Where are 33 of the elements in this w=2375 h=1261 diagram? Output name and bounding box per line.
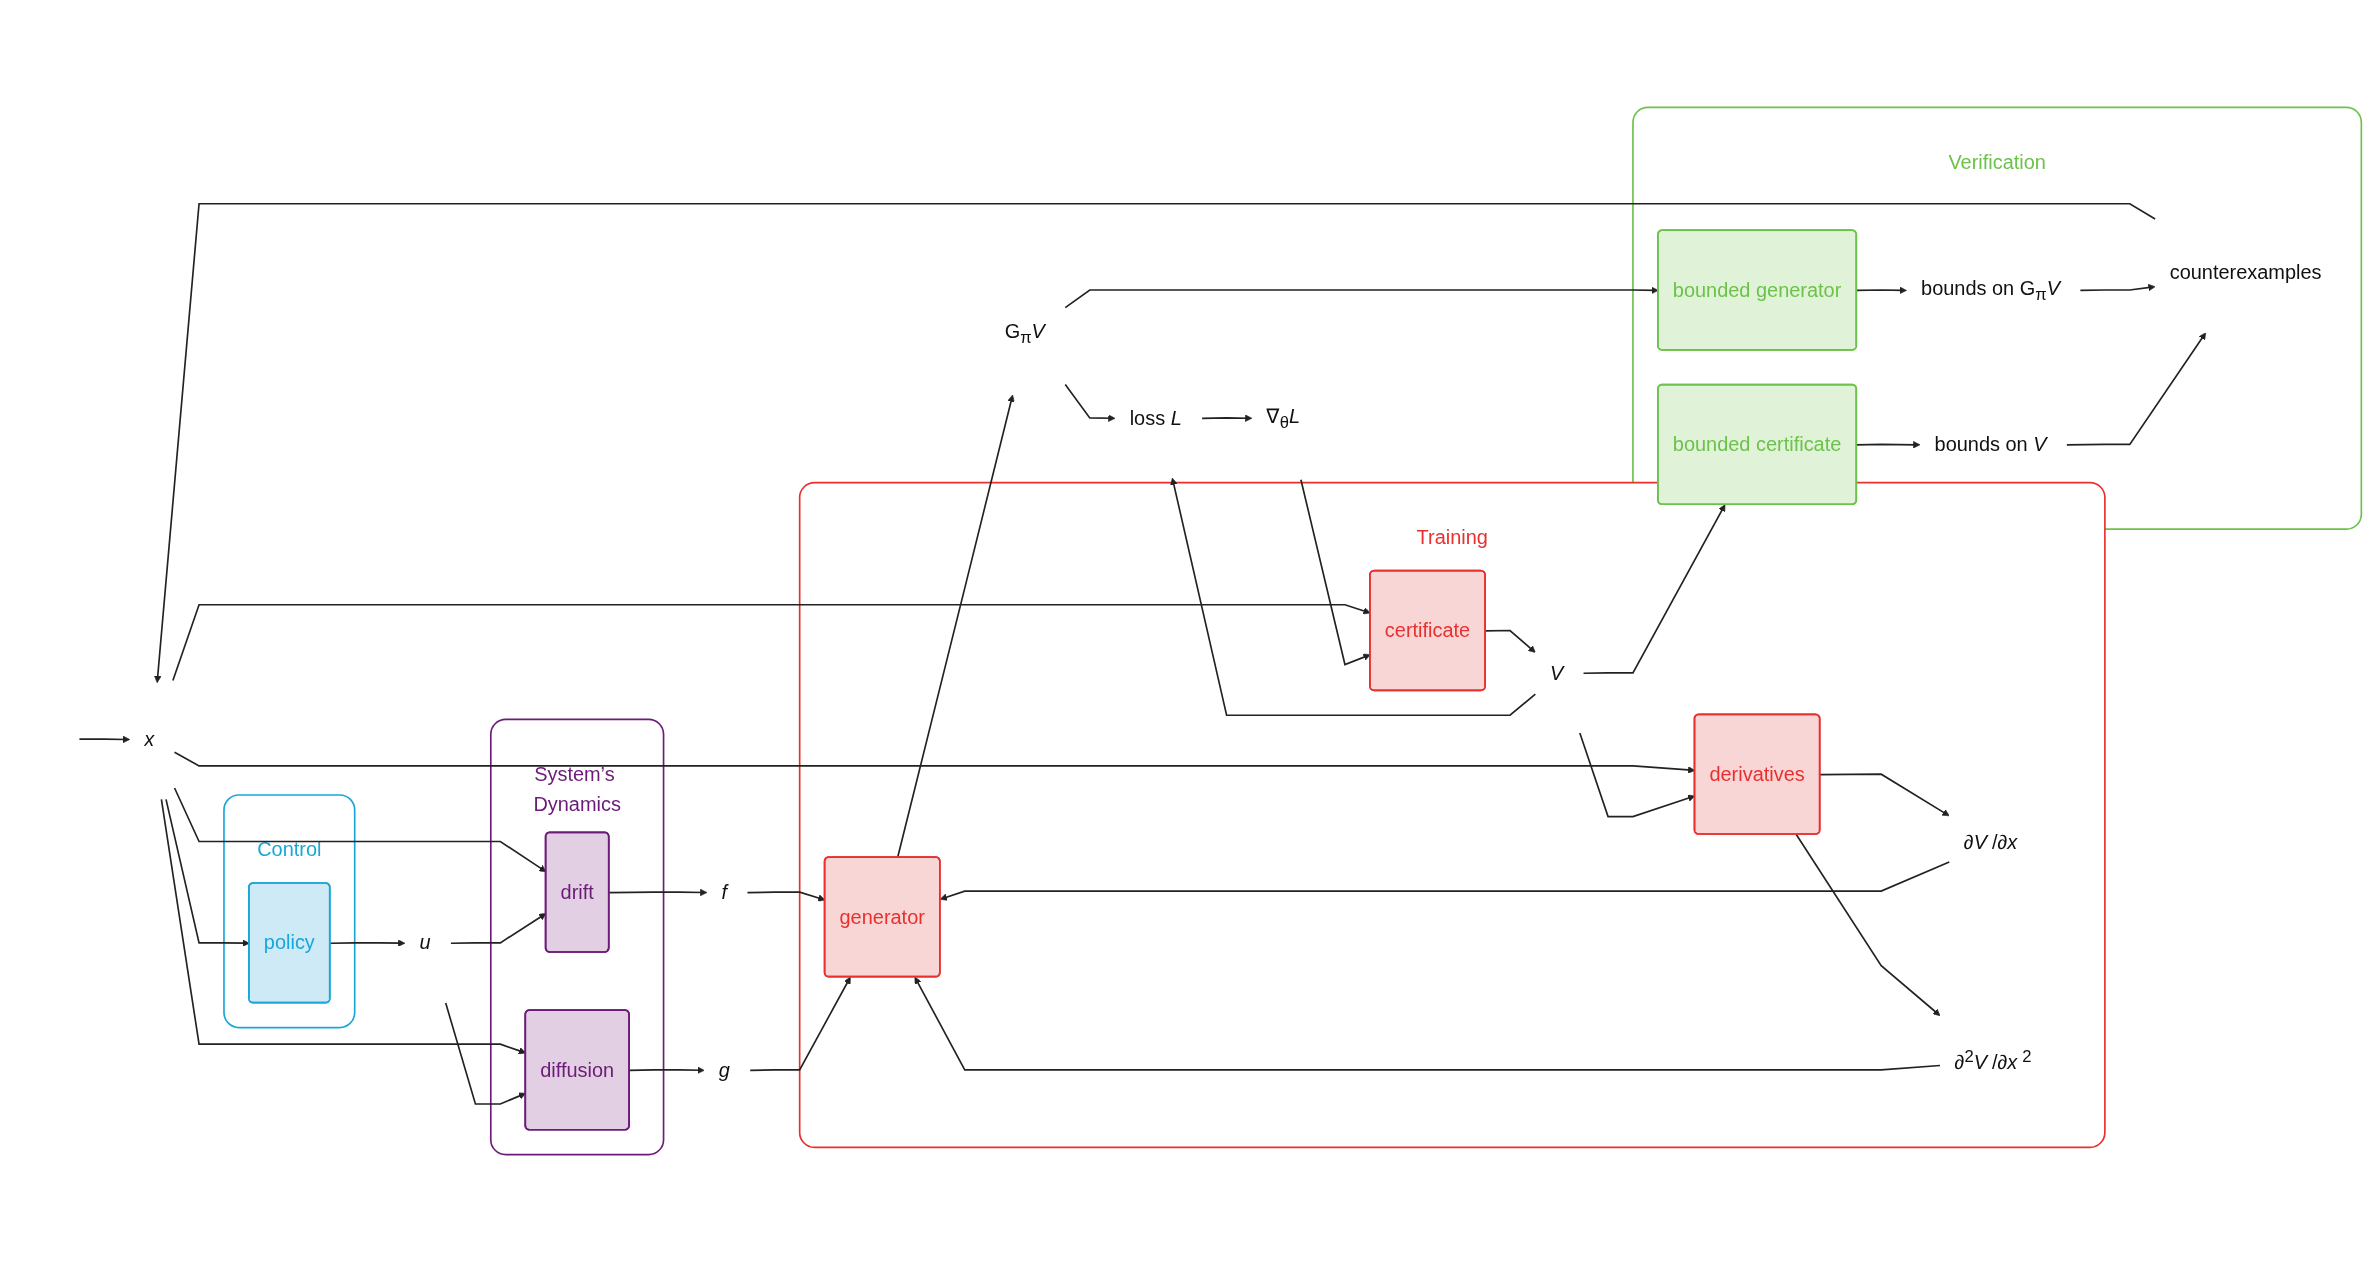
arrow xyxy=(153,202,2156,683)
node-text: bounds on V xyxy=(1934,432,2047,455)
arrow xyxy=(78,735,130,743)
node-text: G$_{π}$V xyxy=(1004,319,1045,346)
arrow xyxy=(1794,833,1940,1016)
arrow xyxy=(1582,503,1725,674)
arrow xyxy=(449,912,546,944)
arrow xyxy=(173,786,546,872)
arrow xyxy=(2065,332,2206,446)
arrow xyxy=(2079,283,2155,291)
arrow xyxy=(939,860,1950,901)
node-text: x xyxy=(143,726,154,750)
node-text: counterexamples xyxy=(2169,260,2321,283)
arrow xyxy=(1169,477,1536,716)
arrow xyxy=(1063,383,1115,422)
node-text: ∇$_{θ}$L xyxy=(1265,404,1300,431)
node-text: V xyxy=(1549,660,1563,684)
node-text: loss L xyxy=(1129,405,1182,429)
arrow xyxy=(896,394,1015,858)
node-text: g xyxy=(718,1057,730,1081)
node-text: u xyxy=(418,930,431,954)
arrow xyxy=(748,976,851,1071)
node-text: bounds on G$_{π}$V xyxy=(1920,276,2060,303)
arrow xyxy=(1855,286,1907,294)
arrow xyxy=(1484,629,1536,653)
node-text: ∂$^{2}$V/∂x$^{2}$ xyxy=(1954,1046,2032,1073)
arrow xyxy=(1200,414,1252,422)
node-text: f xyxy=(721,880,727,903)
node-text: ∂V/∂x xyxy=(1963,830,2017,853)
arrow xyxy=(628,1066,705,1074)
arrow xyxy=(746,890,825,902)
arrow xyxy=(1855,440,1920,448)
arrow xyxy=(914,976,1941,1071)
